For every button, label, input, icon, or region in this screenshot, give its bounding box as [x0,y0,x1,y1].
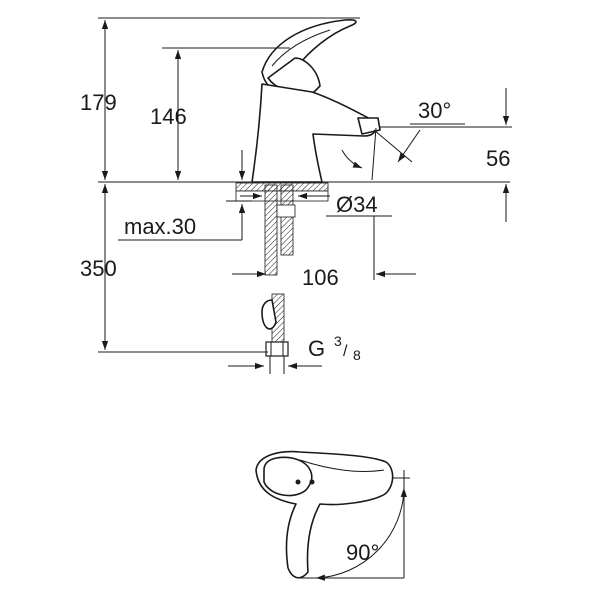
supply-hose-right [280,184,294,256]
dim-label-56: 56 [486,146,510,171]
dim-label-106: 106 [302,265,339,290]
dimension-56: 56 [380,88,512,222]
faucet-side-view [251,19,381,183]
dimension-diameter-34: Ø34 [240,192,392,217]
lever-top-view: 90° [255,450,410,581]
dim-label-179: 179 [80,90,117,115]
dim-label-connection-slash: / [343,343,348,360]
dimension-30-degrees: 30° [341,98,465,169]
dim-label-connection-num: 3 [334,333,342,349]
dimension-max30: max.30 [118,150,252,241]
dim-label-max30: max.30 [124,214,196,239]
dimension-179: 179 [80,17,360,180]
dimension-connection-thread: G 3 / 8 [228,333,361,370]
dimension-146: 146 [150,47,290,180]
deck-mounting [98,181,510,374]
supply-hose-left [264,184,278,276]
spout-tip [357,117,381,135]
dim-label-146: 146 [150,104,187,129]
dim-label-30-degrees: 30° [418,98,451,123]
dim-label-350: 350 [80,256,117,281]
dim-label-connection-base: G [308,336,325,361]
connection-nut [265,341,289,357]
dim-label-connection-den: 8 [353,347,361,363]
dim-label-diameter-34: Ø34 [336,192,378,217]
faucet-body [251,83,377,183]
dimension-106: 106 [232,216,416,290]
dim-label-lever-rotation: 90° [346,540,379,565]
dimension-350: 350 [80,184,268,353]
